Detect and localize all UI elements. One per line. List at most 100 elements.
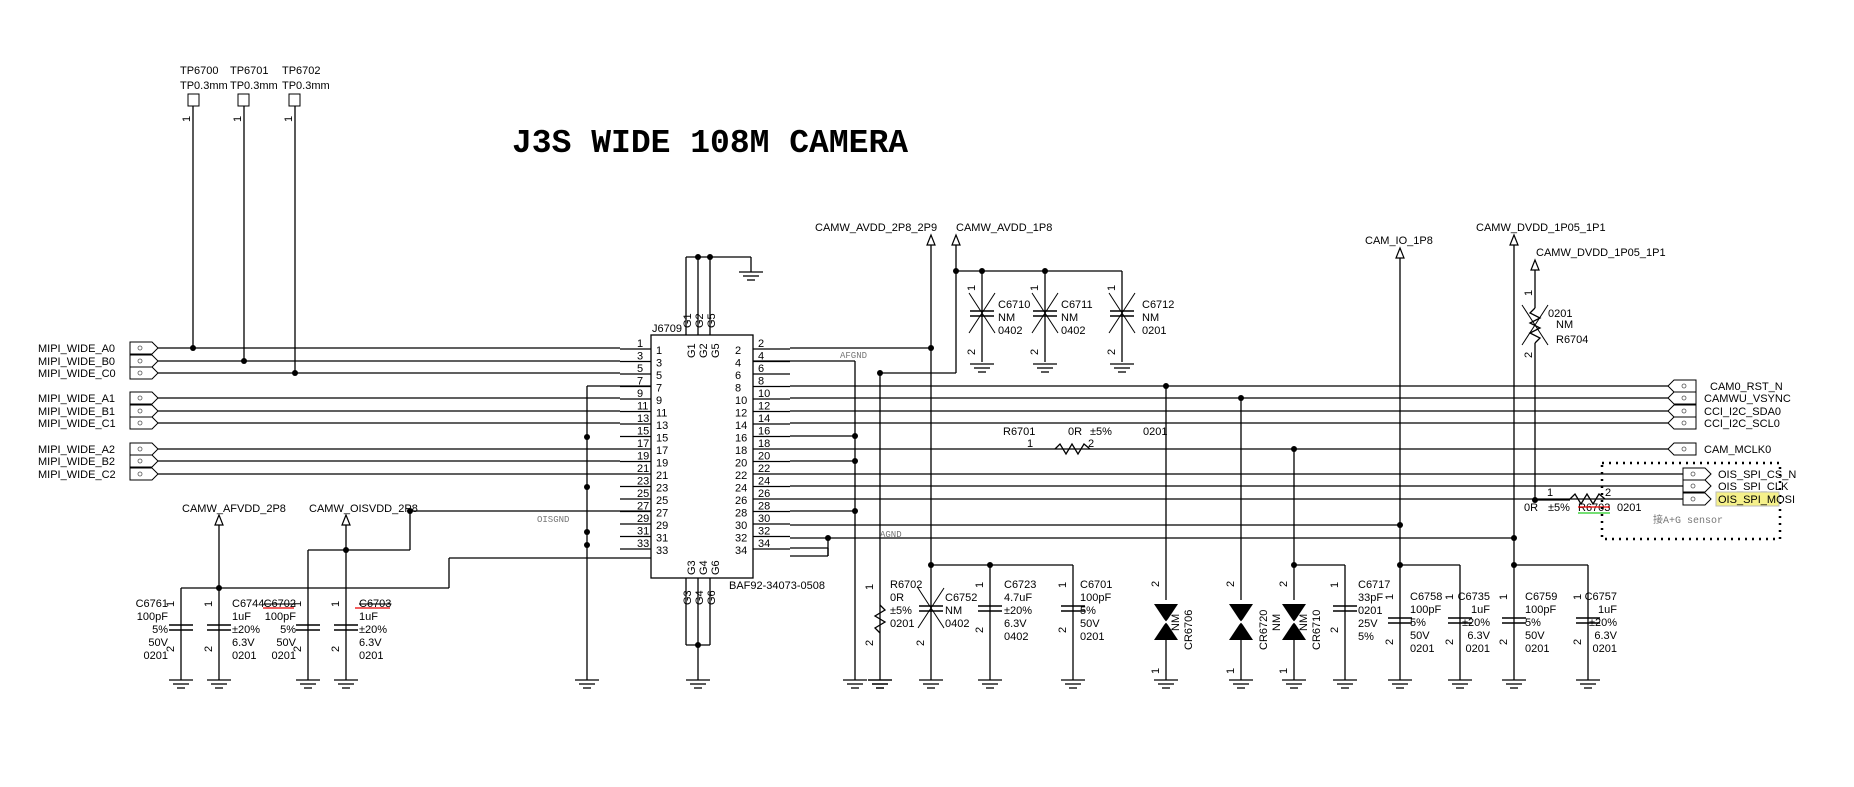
capacitor-value: 0201 (1410, 643, 1434, 655)
port-label: OIS_SPI_MOSI (1718, 494, 1795, 506)
port-mipi-wide-c0[interactable]: MIPI_WIDE_C0 (38, 366, 620, 380)
capacitor-value: 5% (152, 624, 168, 636)
pin-label-inner: 22 (735, 470, 747, 482)
pin-label-inner: 29 (656, 520, 668, 532)
pin-number: 2 (915, 640, 927, 646)
port-mipi-wide-c2[interactable]: MIPI_WIDE_C2 (38, 467, 620, 481)
power-rail-io-1p8: CAM_IO_1P8 (1365, 235, 1433, 568)
svg-text:R6704: R6704 (1556, 334, 1588, 346)
pin-number: 2 (292, 646, 304, 652)
pin-label-outer: 6 (758, 363, 764, 375)
connector-ref: J6709 (652, 323, 682, 335)
capacitor-value: 1uF (1471, 604, 1490, 616)
test-point-tp6702[interactable]: TP6702 TP0.3mm 1 (282, 65, 330, 373)
resistor-r6703-icon (1569, 492, 1606, 506)
resistor-r6703[interactable]: 1 2 0R ±5% R6703 0201 (1524, 487, 1641, 514)
ground-icon (1228, 679, 1254, 689)
svg-text:CAMW_DVDD_1P05_1P1: CAMW_DVDD_1P05_1P1 (1476, 222, 1606, 234)
svg-text:±5%: ±5% (1090, 426, 1112, 438)
capacitor-value: C6758 (1410, 591, 1442, 603)
capacitor-value: 5% (1080, 605, 1096, 617)
pin-label-outer: 26 (758, 488, 770, 500)
port-mipi-wide-c1[interactable]: MIPI_WIDE_C1 (38, 416, 620, 430)
capacitor-value: 50V (148, 637, 168, 649)
pin-label-outer: 32 (758, 526, 770, 538)
pin-label-inner: 1 (656, 345, 662, 357)
svg-text:R6701: R6701 (1003, 426, 1035, 438)
power-arrow-icon (1530, 259, 1540, 271)
pin-number: 1 (1278, 668, 1290, 674)
pin-label-outer: 5 (637, 363, 643, 375)
port-mipi-wide-a1[interactable]: MIPI_WIDE_A1 (38, 391, 620, 405)
port-arrow-icon (1667, 442, 1697, 456)
capacitor-value: 4.7uF (1004, 592, 1032, 604)
port-cci-i2c-sda0[interactable]: CCI_I2C_SDA0 (1667, 404, 1781, 418)
tvs-value: NM (1298, 614, 1310, 631)
port-arrow-icon (1667, 416, 1697, 430)
pin-label-inner: 6 (735, 370, 741, 382)
port-cam0-rst-n[interactable]: CAM0_RST_N (1667, 379, 1783, 393)
ground-icon (685, 679, 711, 689)
power-arrow-icon (1509, 234, 1519, 246)
pin-label-inner: 8 (735, 383, 741, 395)
capacitor-value: C6717 (1358, 579, 1390, 591)
pin-number: 1 (1150, 668, 1162, 674)
tvs-ref: CR6720 (1258, 610, 1270, 650)
port-arrow-icon (129, 354, 159, 368)
test-point-tp6701[interactable]: TP6701 TP0.3mm 1 (230, 65, 278, 361)
ois-note: 接A+G sensor (1653, 513, 1723, 527)
resistor-r6701[interactable]: R6701 0R ±5% 0201 1 2 (1003, 426, 1167, 450)
port-mipi-wide-b2[interactable]: MIPI_WIDE_B2 (38, 454, 620, 468)
port-camwu-vsync[interactable]: CAMWU_VSYNC (1667, 391, 1791, 405)
port-mipi-wide-a2[interactable]: MIPI_WIDE_A2 (38, 442, 620, 456)
capacitor-value: C6710 (998, 299, 1030, 311)
pin-number: 2 (1057, 627, 1069, 633)
port-ois-spi-cs-n[interactable]: OIS_SPI_CS_N (1682, 467, 1796, 481)
svg-text:CAM_IO_1P8: CAM_IO_1P8 (1365, 235, 1433, 247)
ground-icon (1109, 363, 1135, 373)
port-ois-spi-clk[interactable]: OIS_SPI_CLK (1682, 479, 1789, 493)
highlight (1715, 491, 1780, 507)
pin-label-outer: 3 (637, 351, 643, 363)
pin-label-inner: 4 (735, 358, 741, 370)
capacitor-value: 6.3V (1594, 630, 1617, 642)
capacitor-value: 1uF (1598, 604, 1617, 616)
port-arrow-icon (1682, 467, 1712, 481)
port-label: CCI_I2C_SCL0 (1704, 418, 1780, 430)
ground-icon (1332, 679, 1358, 689)
net-label-oisgnd: OISGND (537, 515, 569, 525)
pin-label-inner: 16 (735, 433, 747, 445)
test-point-tp6700[interactable]: TP6700 TP0.3mm 1 (180, 65, 228, 348)
capacitor-value: 5% (1358, 631, 1374, 643)
port-cci-i2c-scl0[interactable]: CCI_I2C_SCL0 (1667, 416, 1780, 430)
pin-label-inner: 33 (656, 545, 668, 557)
port-mipi-wide-b0[interactable]: MIPI_WIDE_B0 (38, 354, 620, 368)
tvs-ref: CR6710 (1311, 610, 1323, 650)
connector-j6709[interactable]: J6709 BAF92-34073-0508 11335577991111131… (620, 254, 825, 689)
svg-text:1: 1 (1027, 438, 1033, 450)
pin-label-inner: 12 (735, 408, 747, 420)
port-cam-mclk0[interactable]: CAM_MCLK0 (1667, 442, 1771, 456)
port-mipi-wide-a0[interactable]: MIPI_WIDE_A0 (38, 341, 620, 355)
port-mipi-wide-b1[interactable]: MIPI_WIDE_B1 (38, 404, 620, 418)
port-ois-spi-mosi[interactable]: OIS_SPI_MOSI (1682, 491, 1795, 507)
